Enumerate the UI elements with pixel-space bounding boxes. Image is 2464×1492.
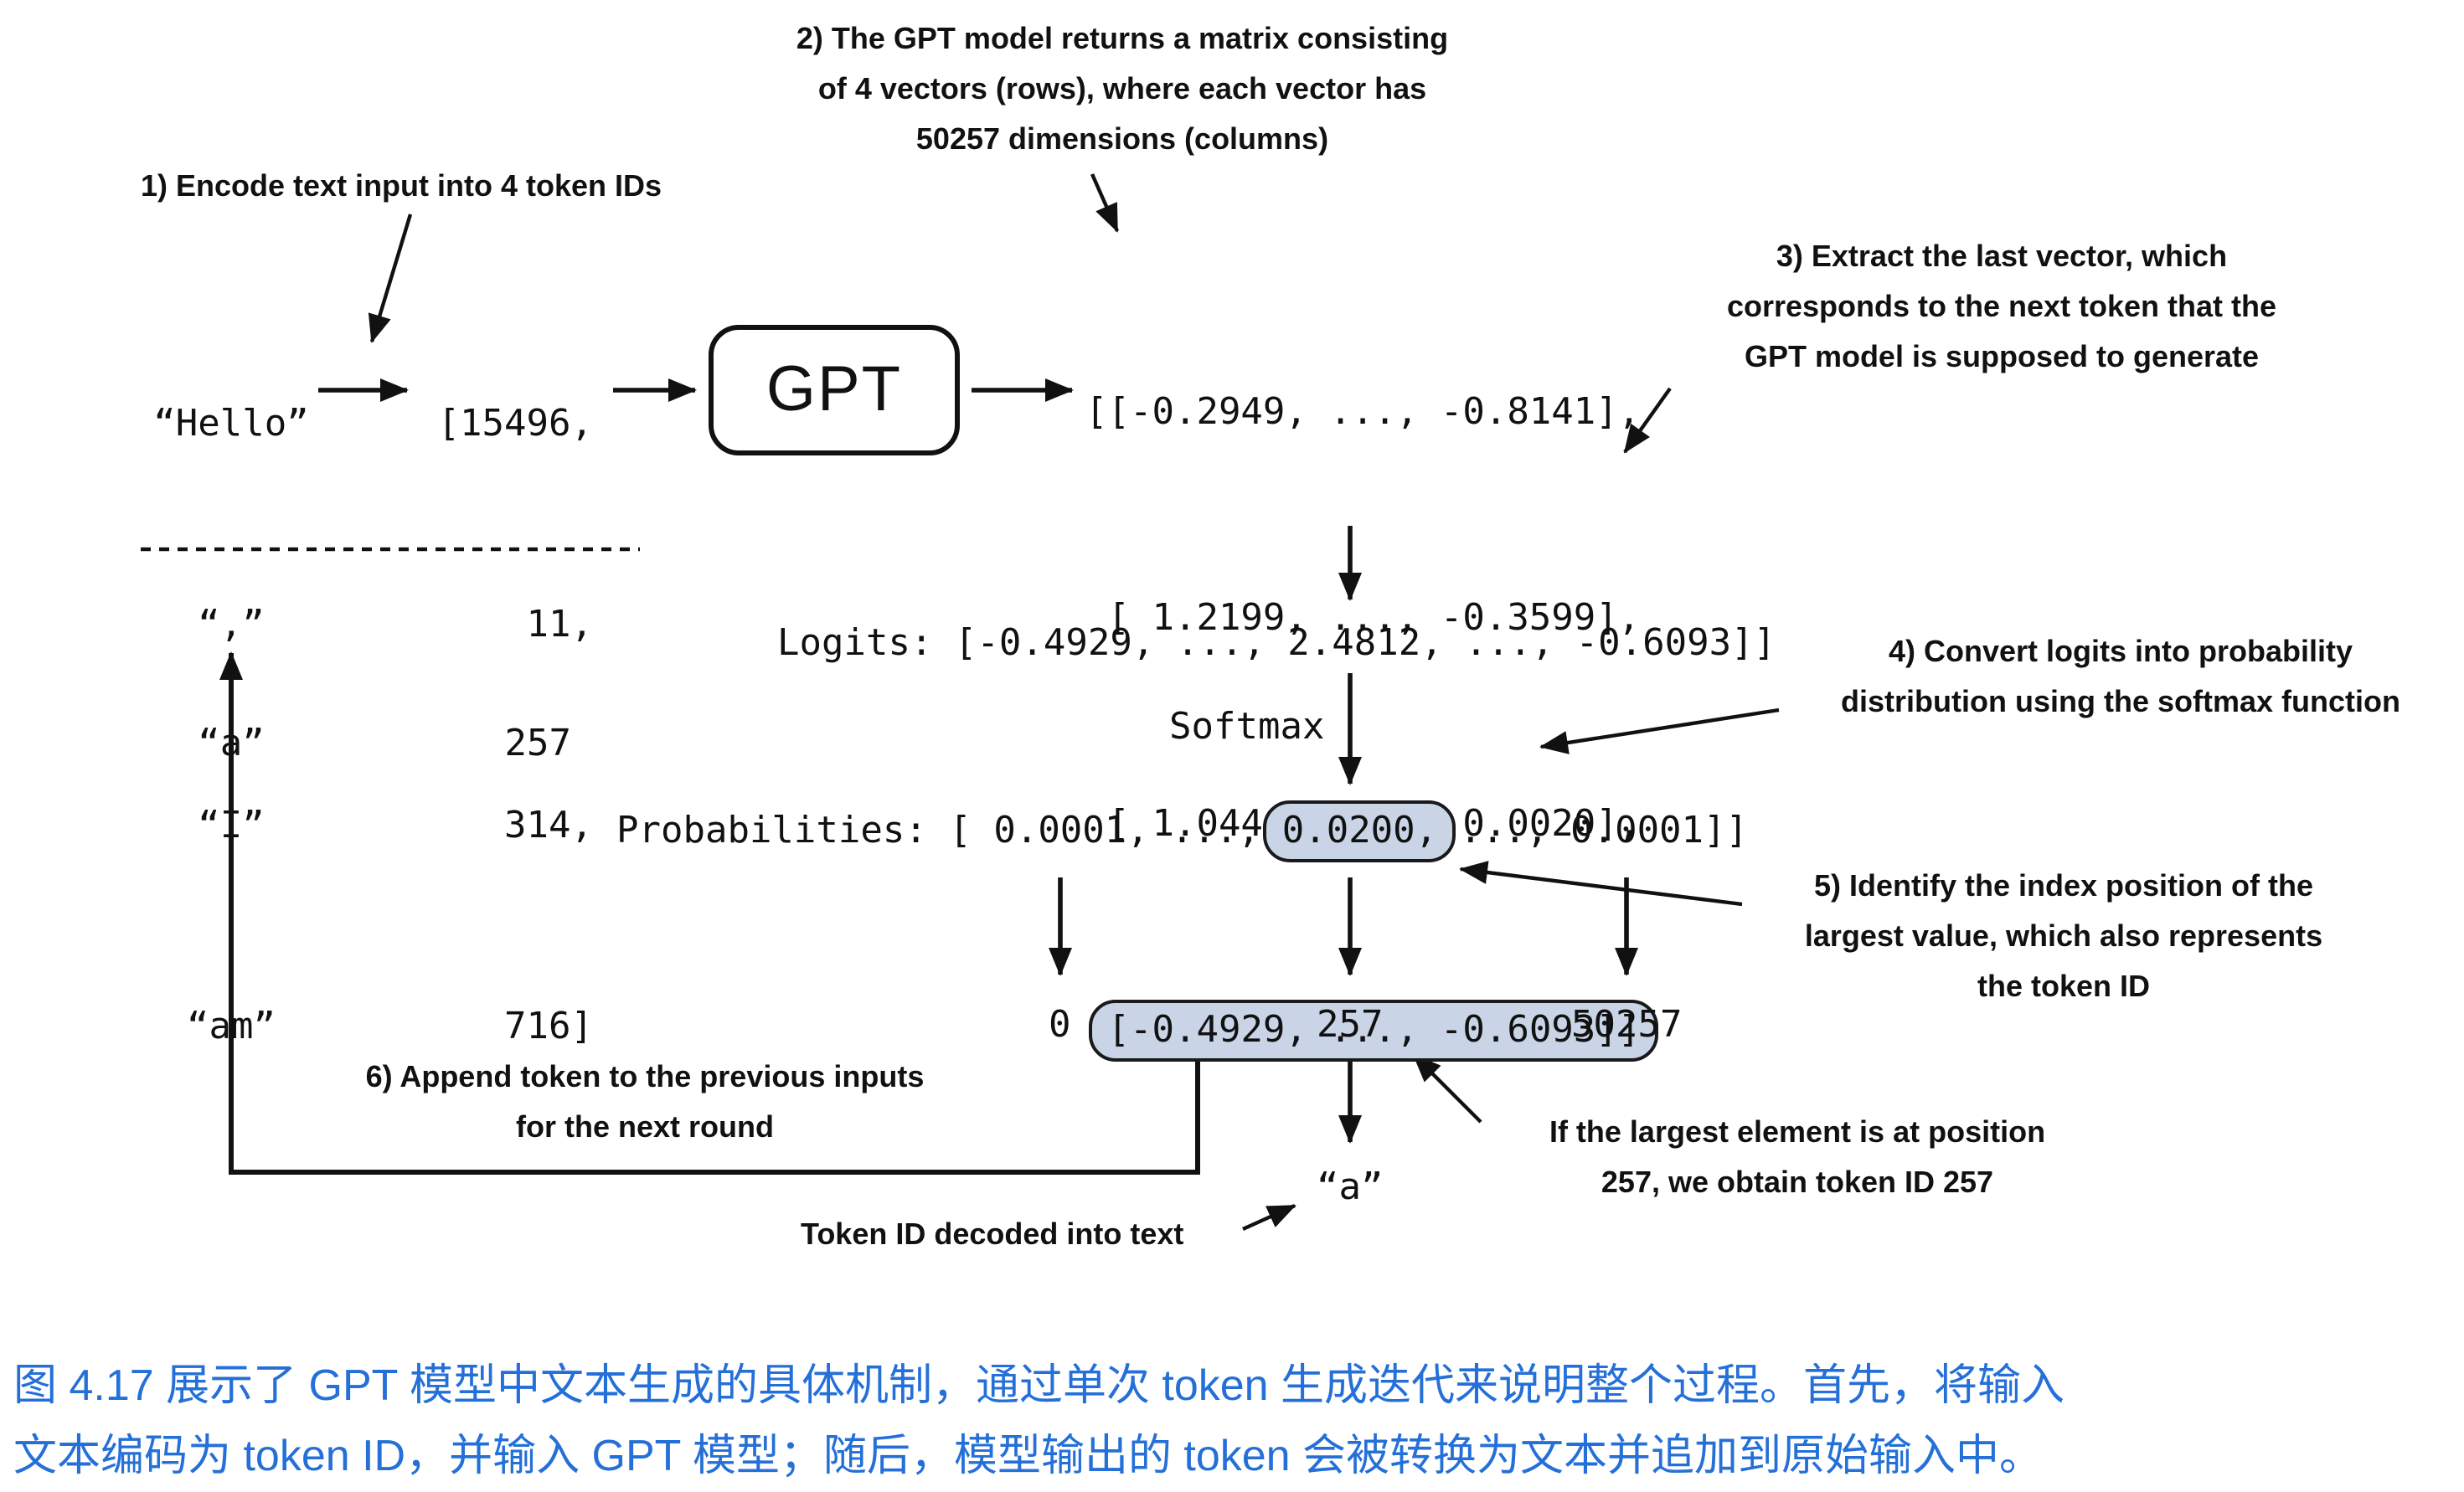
token-text: “,”	[198, 605, 265, 646]
token-id: 314,	[504, 805, 593, 847]
annotation-token-decoded: Token ID decoded into text	[801, 1209, 1183, 1259]
annotation-line: 3) Extract the last vector, which	[1776, 239, 2228, 273]
next-token-id: 257	[385, 578, 572, 913]
token-id: 716]	[504, 1006, 593, 1048]
probabilities-suffix: ..., 0.0001]]	[1437, 810, 1749, 852]
annotation-line: of 4 vectors (rows), where each vector h…	[817, 72, 1427, 105]
arrow-decoded-pointer	[1242, 1203, 1296, 1232]
annotation-line: Token ID decoded into text	[801, 1217, 1184, 1251]
annotation-line: corresponds to the next token that the	[1726, 290, 2277, 323]
matrix-row: [[-0.2949, ..., -0.8141],	[1085, 392, 1641, 434]
token-id: 257	[504, 723, 572, 765]
annotation-line: 4) Convert logits into probability	[1888, 635, 2353, 668]
annotation-step4: 4) Convert logits into probability distr…	[1786, 626, 2456, 727]
last-vector-highlight: [-0.4929, ..., -0.6093]]	[1089, 1000, 1659, 1062]
index-max: 257	[1317, 1005, 1384, 1047]
annotation-line: 257, we obtain token ID 257	[1601, 1165, 1994, 1199]
probabilities-prefix: Probabilities: [ 0.0001, ...,	[616, 810, 1282, 852]
matrix-row-highlighted: [-0.4929, ..., -0.6093]]	[1085, 996, 1659, 1065]
annotation-step2: 2) The GPT model returns a matrix consis…	[670, 13, 1575, 164]
annotation-step3: 3) Extract the last vector, which corres…	[1667, 231, 2337, 382]
softmax-label: Softmax	[1169, 707, 1325, 749]
gpt-label: GPT	[765, 354, 903, 424]
token-text: “a”	[198, 723, 265, 765]
caption-line: 文本编码为 token ID，并输入 GPT 模型；随后，模型输出的 token…	[13, 1430, 2044, 1480]
probabilities-line: Probabilities: [ 0.0001, ..., 0.0200, ..…	[616, 800, 1749, 862]
annotation-step1: 1) Encode text input into 4 token IDs	[141, 161, 844, 211]
logits-line: Logits: [-0.4929, ..., 2.4812, ..., -0.6…	[777, 623, 1776, 665]
gpt-model-box: GPT	[709, 325, 960, 455]
token-id: [15496,	[437, 404, 593, 445]
figure-caption: 图 4.17 展示了 GPT 模型中文本生成的具体机制，通过单次 token 生…	[13, 1350, 2459, 1490]
annotation-step6: 6) Append token to the previous inputs f…	[310, 1052, 980, 1152]
token-text: “am”	[187, 1006, 276, 1048]
annotation-line: largest value, which also represents	[1804, 919, 2323, 953]
annotation-line: distribution using the softmax function	[1841, 685, 2400, 718]
annotation-line: GPT model is supposed to generate	[1744, 340, 2260, 373]
input-tokens-column: “Hello” “,” “I” “am”	[106, 258, 357, 1196]
decoded-token: “a”	[1317, 1167, 1384, 1209]
token-text: “I”	[198, 805, 265, 847]
token-id: 11,	[526, 605, 594, 646]
annotation-line: 2) The GPT model returns a matrix consis…	[796, 22, 1449, 55]
index-first: 0	[1049, 1005, 1071, 1047]
annotation-line: 5) Identify the index position of the	[1813, 869, 2313, 903]
caption-line: 图 4.17 展示了 GPT 模型中文本生成的具体机制，通过单次 token 生…	[13, 1360, 2065, 1410]
annotation-line: 6) Append token to the previous inputs	[365, 1060, 925, 1093]
index-last: 50257	[1571, 1005, 1683, 1047]
annotation-line: 1) Encode text input into 4 token IDs	[141, 169, 662, 203]
token-text: “Hello”	[153, 404, 309, 445]
max-probability-highlight: 0.0200,	[1263, 800, 1456, 862]
next-token-text: “a”	[106, 578, 357, 913]
annotation-line: the token ID	[1977, 970, 2150, 1003]
annotation-step5: 5) Identify the index position of the la…	[1729, 861, 2399, 1011]
annotation-line: 50257 dimensions (columns)	[915, 122, 1329, 156]
annotation-line: for the next round	[516, 1110, 774, 1144]
annotation-line: If the largest element is at position	[1549, 1115, 2046, 1149]
annotation-largest-element: If the largest element is at position 25…	[1462, 1107, 2132, 1207]
matrix-row: [ 1.2199, ..., -0.3599],	[1085, 598, 1641, 640]
arrow-step2-pointer	[1090, 173, 1120, 233]
token-ids-column: [15496, 11, 314, 716]	[385, 258, 593, 1196]
